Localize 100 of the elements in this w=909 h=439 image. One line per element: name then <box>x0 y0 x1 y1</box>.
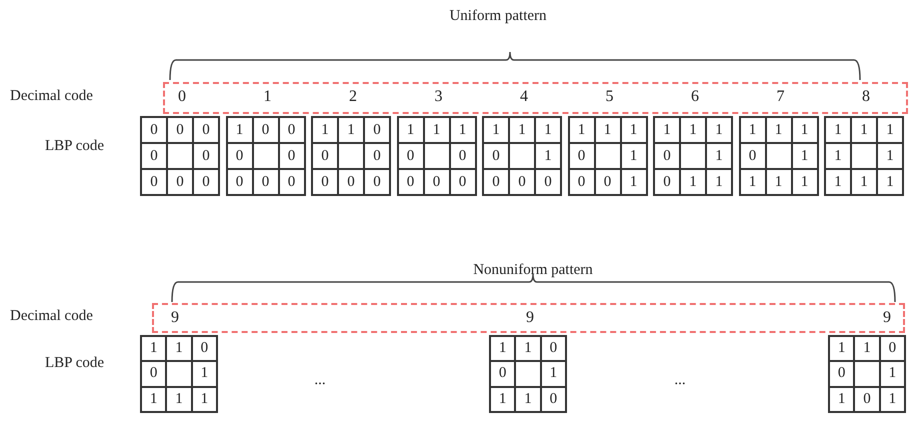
lbp-grid <box>738 116 818 196</box>
grid-cell: 1 <box>774 174 782 190</box>
grid-cell: 1 <box>458 122 466 138</box>
grid-cell: 1 <box>406 122 414 138</box>
grid-cell: 1 <box>544 122 552 138</box>
grid-cell: 0 <box>262 122 270 138</box>
lbp-grid <box>489 335 567 413</box>
decimal-code: 2 <box>348 88 358 106</box>
grid-cell: 1 <box>689 122 697 138</box>
grid-cell: 0 <box>288 148 296 164</box>
grid-cell: 1 <box>800 174 808 190</box>
grid-cell: 1 <box>774 122 782 138</box>
grid-cell: 0 <box>492 174 500 190</box>
lbp-grid <box>140 116 220 196</box>
grid-cell: 1 <box>800 122 808 138</box>
grid-cell: 1 <box>604 122 612 138</box>
grid-cell: 1 <box>321 122 329 138</box>
grid-cell: 1 <box>524 341 532 356</box>
grid-cell: 1 <box>524 392 532 407</box>
grid-cell: 0 <box>458 148 466 164</box>
row-label: LBP code <box>45 355 104 372</box>
grid-cell: 0 <box>176 122 184 138</box>
lbp-grid <box>828 335 906 413</box>
grid-cell: 0 <box>458 174 466 190</box>
grid-cell: 0 <box>236 174 244 190</box>
grid-cell: 1 <box>200 392 208 407</box>
grid-cell: 1 <box>498 392 506 407</box>
grid-cell: 0 <box>518 174 526 190</box>
grid-cell: 0 <box>578 148 586 164</box>
grid-cell: 0 <box>150 122 158 138</box>
grid-cell: 0 <box>406 148 414 164</box>
grid-cell: 0 <box>202 148 210 164</box>
grid-cell: 0 <box>347 174 355 190</box>
grid-cell: 1 <box>544 148 552 164</box>
grid-cell: 1 <box>886 122 894 138</box>
decimal-code: 8 <box>861 88 871 106</box>
grid-cell: 1 <box>550 366 558 382</box>
grid-cell: 0 <box>373 148 381 164</box>
grid-cell: 0 <box>321 148 329 164</box>
lbp-grid <box>140 335 218 413</box>
grid-cell: 0 <box>888 341 896 356</box>
grid-cell: 1 <box>748 174 756 190</box>
grid-cell: 0 <box>202 174 210 190</box>
grid-cell: 1 <box>200 366 208 382</box>
grid-cell: 1 <box>175 341 183 356</box>
grid-cell: 1 <box>347 122 355 138</box>
grid-cell: 1 <box>432 122 440 138</box>
grid-cell: 1 <box>578 122 586 138</box>
decimal-code: 9 <box>170 309 180 327</box>
decimal-code: 9 <box>525 309 535 327</box>
grid-cell: 0 <box>748 148 756 164</box>
grid-cell: 0 <box>492 148 500 164</box>
decimal-code: 3 <box>434 88 444 106</box>
grid-cell: 0 <box>150 366 158 382</box>
row-label: LBP code <box>45 138 104 155</box>
grid-cell: 0 <box>544 174 552 190</box>
grid-cell: 1 <box>175 392 183 407</box>
grid-cell: 1 <box>800 148 808 164</box>
grid-cell: 1 <box>236 122 244 138</box>
grid-cell: 0 <box>863 392 871 407</box>
row-label: Decimal code <box>10 308 93 325</box>
grid-cell: 1 <box>715 122 723 138</box>
decimal-code: 9 <box>882 309 892 327</box>
lbp-grid <box>311 116 391 196</box>
pattern-heading: Nonuniform pattern <box>473 262 593 279</box>
ellipsis: ... <box>314 372 326 389</box>
grid-cell: 1 <box>838 392 846 407</box>
grid-cell: 0 <box>663 148 671 164</box>
grid-cell: 0 <box>202 122 210 138</box>
grid-cell: 0 <box>550 341 558 356</box>
dashed-outline <box>152 303 905 333</box>
grid-cell: 1 <box>886 174 894 190</box>
grid-cell: 0 <box>373 122 381 138</box>
grid-cell: 1 <box>150 392 158 407</box>
grid-cell: 1 <box>630 174 638 190</box>
grid-cell: 0 <box>604 174 612 190</box>
grid-cell: 1 <box>863 341 871 356</box>
dashed-outline <box>163 82 908 114</box>
grid-cell: 1 <box>834 148 842 164</box>
grid-cell: 1 <box>886 148 894 164</box>
grid-cell: 1 <box>630 148 638 164</box>
grid-cell: 1 <box>888 392 896 407</box>
decimal-code: 7 <box>776 88 786 106</box>
lbp-grid <box>396 116 476 196</box>
grid-cell: 0 <box>498 366 506 382</box>
pattern-heading: Uniform pattern <box>449 8 547 25</box>
grid-cell: 0 <box>373 174 381 190</box>
grid-cell: 1 <box>834 174 842 190</box>
lbp-grid <box>568 116 648 196</box>
grid-cell: 1 <box>888 366 896 382</box>
grid-cell: 1 <box>689 174 697 190</box>
grid-cell: 1 <box>498 341 506 356</box>
grid-cell: 0 <box>262 174 270 190</box>
grid-cell: 0 <box>150 148 158 164</box>
grid-cell: 0 <box>550 392 558 407</box>
grid-cell: 0 <box>288 122 296 138</box>
grid-cell: 0 <box>432 174 440 190</box>
grid-cell: 0 <box>288 174 296 190</box>
lbp-grid <box>824 116 904 196</box>
ellipsis: ... <box>674 372 686 389</box>
